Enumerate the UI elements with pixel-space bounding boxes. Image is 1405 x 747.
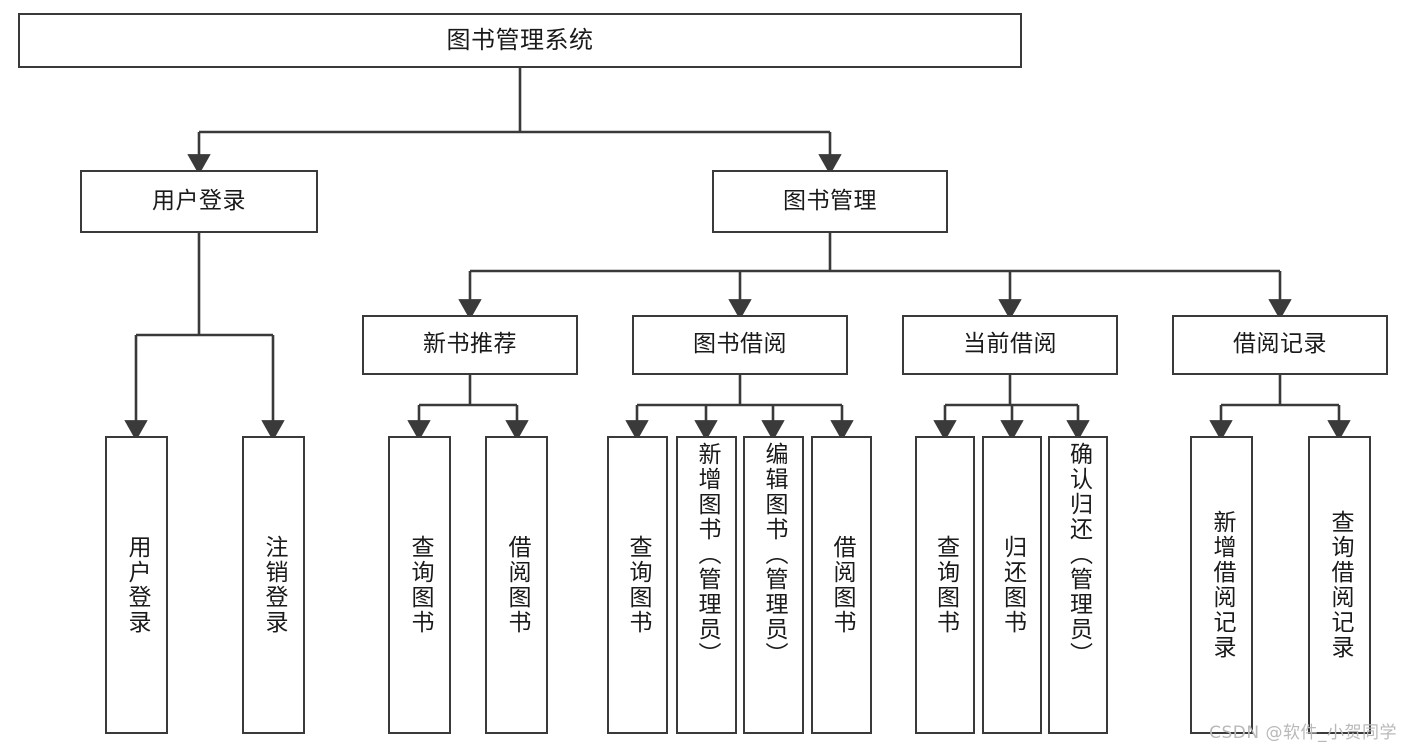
node-root[interactable]: 图书管理系统 <box>18 13 1022 68</box>
leaf-user-logout-label: 注销登录 <box>261 535 287 635</box>
node-new-book-recommend-label: 新书推荐 <box>423 331 517 358</box>
leaf-edit-book-admin[interactable]: 编辑图书（管理员） <box>743 436 804 734</box>
leaf-query-borrow-record[interactable]: 查询借阅记录 <box>1308 436 1371 734</box>
leaf-add-borrow-record-label: 新增借阅记录 <box>1209 510 1235 660</box>
leaf-query-borrow-record-label: 查询借阅记录 <box>1327 510 1353 660</box>
leaf-borrow-book[interactable]: 借阅图书 <box>811 436 872 734</box>
leaf-add-borrow-record[interactable]: 新增借阅记录 <box>1190 436 1253 734</box>
node-book-borrow-label: 图书借阅 <box>693 331 787 358</box>
leaf-borrow-book-recommend[interactable]: 借阅图书 <box>485 436 548 734</box>
leaf-return-book[interactable]: 归还图书 <box>982 436 1042 734</box>
node-user-login[interactable]: 用户登录 <box>80 170 318 233</box>
leaf-query-book[interactable]: 查询图书 <box>607 436 668 734</box>
watermark: CSDN @软件_小贺同学 <box>1209 723 1397 743</box>
leaf-user-logout[interactable]: 注销登录 <box>242 436 305 734</box>
node-book-management-label: 图书管理 <box>783 187 877 214</box>
node-book-management[interactable]: 图书管理 <box>712 170 948 233</box>
leaf-user-login[interactable]: 用户登录 <box>105 436 168 734</box>
node-borrow-record-label: 借阅记录 <box>1233 331 1327 358</box>
node-current-borrow[interactable]: 当前借阅 <box>902 315 1118 375</box>
leaf-edit-book-admin-label: 编辑图书（管理员） <box>761 442 787 667</box>
leaf-confirm-return-admin[interactable]: 确认归还（管理员） <box>1048 436 1108 734</box>
leaf-add-book-admin[interactable]: 新增图书（管理员） <box>676 436 737 734</box>
leaf-return-book-label: 归还图书 <box>999 535 1026 635</box>
leaf-borrow-book-label: 借阅图书 <box>829 535 855 635</box>
leaf-add-book-admin-label: 新增图书（管理员） <box>694 442 720 667</box>
node-root-label: 图书管理系统 <box>446 26 594 55</box>
leaf-query-book-current[interactable]: 查询图书 <box>915 436 975 734</box>
leaf-borrow-book-recommend-label: 借阅图书 <box>504 535 530 635</box>
leaf-confirm-return-admin-label: 确认归还（管理员） <box>1065 442 1092 667</box>
leaf-query-book-recommend[interactable]: 查询图书 <box>388 436 451 734</box>
leaf-user-login-label: 用户登录 <box>124 535 150 635</box>
node-new-book-recommend[interactable]: 新书推荐 <box>362 315 578 375</box>
leaf-query-book-recommend-label: 查询图书 <box>407 535 433 635</box>
leaf-query-book-current-label: 查询图书 <box>932 535 959 635</box>
node-borrow-record[interactable]: 借阅记录 <box>1172 315 1388 375</box>
node-user-login-label: 用户登录 <box>152 187 246 214</box>
node-book-borrow[interactable]: 图书借阅 <box>632 315 848 375</box>
node-current-borrow-label: 当前借阅 <box>963 331 1057 358</box>
leaf-query-book-label: 查询图书 <box>625 535 651 635</box>
